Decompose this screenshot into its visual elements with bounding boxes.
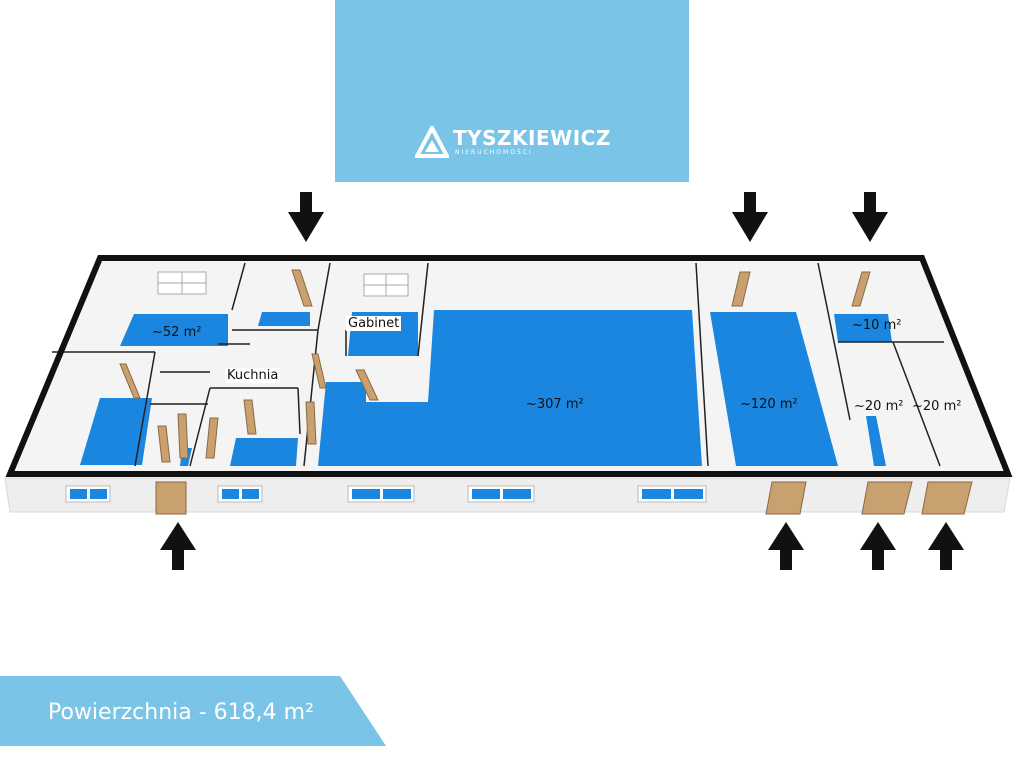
logo-panel: TYSZKIEWICZ NIERUCHOMOŚCI bbox=[335, 0, 689, 182]
floor-room-52 bbox=[120, 314, 228, 346]
arrow-up-icon bbox=[860, 522, 896, 570]
room-label-20b: ~20 m² bbox=[912, 399, 962, 414]
floor-room-307 bbox=[318, 310, 702, 466]
arrow-down-icon bbox=[852, 192, 888, 242]
floor-room-10 bbox=[834, 314, 892, 342]
arrow-down-icon bbox=[288, 192, 324, 242]
area-banner bbox=[0, 676, 386, 746]
floor-room-120 bbox=[710, 312, 838, 466]
floor-areas bbox=[80, 310, 892, 466]
floor-small-top bbox=[258, 312, 310, 326]
room-label-kuchnia: Kuchnia bbox=[225, 368, 281, 383]
logo-subtitle: NIERUCHOMOŚCI bbox=[455, 149, 533, 156]
area-label: Powierzchnia - 618,4 m² bbox=[48, 700, 314, 725]
skylights bbox=[157, 271, 409, 297]
facade-windows bbox=[65, 485, 707, 503]
room-label-120: ~120 m² bbox=[740, 397, 798, 412]
arrow-down-icon bbox=[732, 192, 768, 242]
doors bbox=[119, 269, 871, 463]
floor-left-lower bbox=[80, 398, 152, 465]
logo-triangle-icon bbox=[415, 126, 449, 158]
outer-wall bbox=[5, 255, 1013, 477]
entrance-arrows-top bbox=[288, 192, 888, 242]
room-label-307: ~307 m² bbox=[526, 397, 584, 412]
interior-walls bbox=[52, 262, 944, 467]
floor-center-lower bbox=[230, 438, 298, 466]
room-label-52: ~52 m² bbox=[152, 325, 202, 340]
floor-right-strip bbox=[866, 416, 886, 466]
room-label-gabinet: Gabinet bbox=[346, 316, 402, 331]
arrow-up-icon bbox=[160, 522, 196, 570]
arrow-up-icon bbox=[768, 522, 804, 570]
arrow-up-icon bbox=[928, 522, 964, 570]
logo-name: TYSZKIEWICZ bbox=[453, 126, 611, 150]
room-label-20a: ~20 m² bbox=[854, 399, 904, 414]
room-label-10: ~10 m² bbox=[852, 318, 902, 333]
facade-doors bbox=[155, 481, 973, 515]
entrance-arrows-bottom bbox=[160, 522, 964, 570]
